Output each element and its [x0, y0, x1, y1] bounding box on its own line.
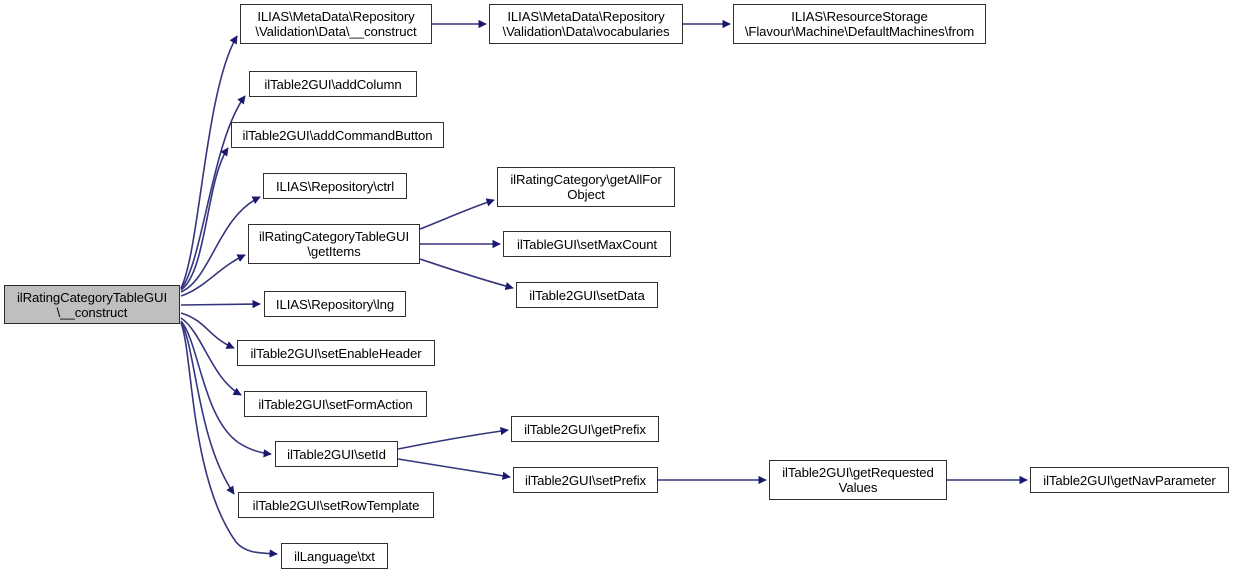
node-set_data[interactable]: ilTable2GUI\setData	[516, 282, 658, 308]
node-label-get_all_for_object: ilRatingCategory\getAllFor Object	[510, 172, 662, 202]
node-set_prefix[interactable]: ilTable2GUI\setPrefix	[513, 467, 658, 493]
edge-root-to-set_enable_header	[180, 312, 235, 349]
node-label-add_column: ilTable2GUI\addColumn	[264, 76, 402, 92]
node-label-set_prefix: ilTable2GUI\setPrefix	[524, 472, 647, 488]
node-label-set_form_action: ilTable2GUI\setFormAction	[258, 396, 413, 412]
node-label-get_nav_parameter: ilTable2GUI\getNavParameter	[1043, 472, 1216, 488]
edge-root-to-get_items	[180, 254, 246, 297]
node-label-default_machines_from: ILIAS\ResourceStorage \Flavour\Machine\D…	[744, 9, 975, 39]
node-label-root: ilRatingCategoryTableGUI \__construct	[16, 289, 168, 320]
node-validation_data_construct[interactable]: ILIAS\MetaData\Repository \Validation\Da…	[240, 4, 432, 44]
edge-set_id-to-set_prefix	[397, 458, 511, 480]
node-label-txt: ilLanguage\txt	[294, 548, 375, 564]
edge-root-to-set_row_template	[180, 321, 235, 495]
node-get_items[interactable]: ilRatingCategoryTableGUI \getItems	[248, 224, 420, 264]
node-default_machines_from[interactable]: ILIAS\ResourceStorage \Flavour\Machine\D…	[733, 4, 986, 44]
node-label-vocabularies: ILIAS\MetaData\Repository \Validation\Da…	[502, 9, 670, 39]
node-ctrl[interactable]: ILIAS\Repository\ctrl	[263, 173, 407, 199]
edge-root-to-set_form_action	[180, 317, 242, 396]
edge-root-to-add_command_button	[180, 147, 229, 291]
node-set_form_action[interactable]: ilTable2GUI\setFormAction	[244, 391, 427, 417]
edge-root-to-validation_data_construct	[180, 35, 238, 289]
node-label-get_requested_values: ilTable2GUI\getRequested Values	[782, 465, 934, 495]
node-get_requested_values[interactable]: ilTable2GUI\getRequested Values	[769, 460, 947, 500]
edge-get_items-to-get_all_for_object	[419, 198, 495, 230]
node-label-set_max_count: ilTableGUI\setMaxCount	[517, 236, 657, 252]
node-label-set_id: ilTable2GUI\setId	[287, 446, 386, 462]
node-root[interactable]: ilRatingCategoryTableGUI \__construct	[4, 285, 180, 324]
node-get_all_for_object[interactable]: ilRatingCategory\getAllFor Object	[497, 167, 675, 207]
node-vocabularies[interactable]: ILIAS\MetaData\Repository \Validation\Da…	[489, 4, 683, 44]
node-label-get_items: ilRatingCategoryTableGUI \getItems	[258, 229, 410, 259]
node-label-set_data: ilTable2GUI\setData	[529, 287, 645, 303]
node-add_command_button[interactable]: ilTable2GUI\addCommandButton	[231, 122, 444, 148]
node-txt[interactable]: ilLanguage\txt	[281, 543, 388, 569]
node-add_column[interactable]: ilTable2GUI\addColumn	[249, 71, 417, 97]
node-set_max_count[interactable]: ilTableGUI\setMaxCount	[503, 231, 671, 257]
node-set_id[interactable]: ilTable2GUI\setId	[275, 441, 398, 467]
node-label-validation_data_construct: ILIAS\MetaData\Repository \Validation\Da…	[255, 9, 417, 39]
edge-get_items-to-set_data	[419, 258, 514, 291]
node-set_row_template[interactable]: ilTable2GUI\setRowTemplate	[238, 492, 434, 518]
node-set_enable_header[interactable]: ilTable2GUI\setEnableHeader	[237, 340, 435, 366]
node-label-get_prefix: ilTable2GUI\getPrefix	[524, 421, 646, 437]
node-label-ctrl: ILIAS\Repository\ctrl	[275, 178, 395, 194]
node-label-add_command_button: ilTable2GUI\addCommandButton	[242, 127, 433, 143]
node-get_nav_parameter[interactable]: ilTable2GUI\getNavParameter	[1030, 467, 1229, 493]
edge-root-to-lng	[180, 299, 261, 309]
node-label-lng: ILIAS\Repository\lng	[275, 296, 395, 312]
node-label-set_enable_header: ilTable2GUI\setEnableHeader	[250, 345, 422, 361]
node-lng[interactable]: ILIAS\Repository\lng	[264, 291, 406, 317]
edge-set_id-to-get_prefix	[397, 426, 509, 450]
node-get_prefix[interactable]: ilTable2GUI\getPrefix	[511, 416, 659, 442]
node-label-set_row_template: ilTable2GUI\setRowTemplate	[252, 497, 420, 513]
